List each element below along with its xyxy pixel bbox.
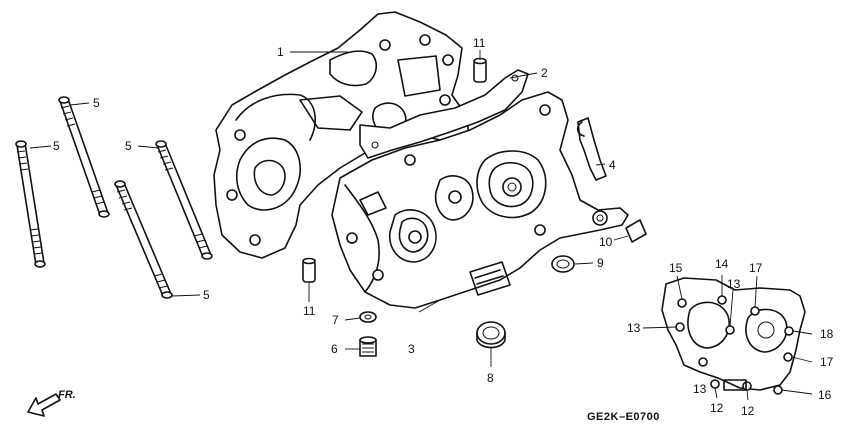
right-crankcase (213, 11, 469, 259)
callout-7: 7 (332, 313, 339, 327)
oil-seal-8 (476, 321, 506, 349)
callout-17a: 17 (749, 261, 763, 275)
callout-1: 1 (277, 45, 284, 59)
callout-13a: 13 (627, 321, 641, 335)
dowel-pin-bottom (302, 257, 316, 283)
oil-seal-9 (551, 255, 575, 273)
callout-5a: 5 (93, 96, 100, 110)
callout-11b: 11 (303, 304, 316, 318)
left-crankcase (331, 91, 629, 309)
callout-5c: 5 (125, 139, 132, 153)
stud-bolt-left (15, 140, 46, 268)
stud-bolt-center-right (155, 140, 213, 260)
callouts: 1 2 3 4 5 5 5 5 6 7 8 9 10 11 11 12 12 1… (53, 36, 834, 418)
callout-12b: 12 (741, 404, 755, 418)
bracket-clip (576, 117, 607, 181)
callout-3: 3 (408, 342, 415, 356)
callout-17b: 17 (820, 355, 834, 369)
collar (625, 219, 647, 243)
callout-2: 2 (541, 66, 548, 80)
callout-12a: 12 (710, 401, 724, 415)
leader-lines (29, 50, 813, 401)
callout-9: 9 (597, 256, 604, 270)
callout-13b: 13 (727, 277, 741, 291)
callout-16: 16 (818, 388, 832, 402)
callout-8: 8 (487, 371, 494, 385)
front-direction-arrow: FR. (27, 389, 76, 417)
diagram-code: GE2K–E0700 (587, 411, 660, 423)
drain-bolt (359, 336, 377, 357)
callout-13c: 13 (693, 382, 707, 396)
callout-14: 14 (715, 257, 729, 271)
callout-5d: 5 (203, 288, 210, 302)
callout-18: 18 (820, 327, 834, 341)
stud-bolt-front (114, 180, 173, 299)
bolt-pattern-inset (661, 277, 806, 395)
dowel-pin-top (473, 57, 487, 83)
callout-15: 15 (669, 261, 683, 275)
direction-label: FR. (58, 389, 76, 401)
callout-10: 10 (599, 235, 613, 249)
callout-4: 4 (609, 158, 616, 172)
stud-bolt-center-left (58, 96, 110, 218)
callout-11a: 11 (473, 36, 486, 50)
washer (359, 311, 377, 323)
callout-6: 6 (331, 342, 338, 356)
callout-5b: 5 (53, 139, 60, 153)
